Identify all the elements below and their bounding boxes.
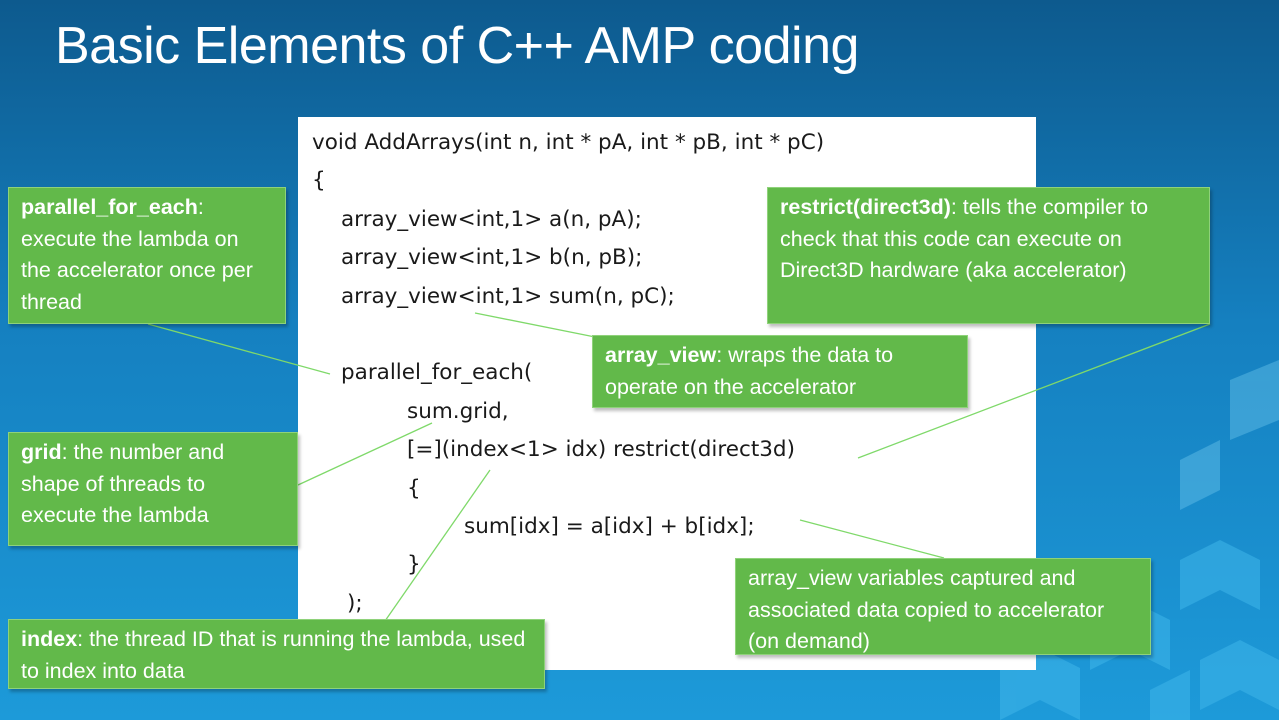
code-line: } <box>407 552 421 577</box>
callout-index: index: the thread ID that is running the… <box>8 619 545 689</box>
callout-term: index <box>21 627 78 651</box>
callout-array-view: array_view: wraps the data to operate on… <box>592 335 968 408</box>
code-line: sum[idx] = a[idx] + b[idx]; <box>464 514 755 539</box>
callout-text: : tells the compiler to check that this … <box>780 195 1149 282</box>
slide-title: Basic Elements of C++ AMP coding <box>55 17 859 75</box>
callout-text: : wraps the data to operate on the accel… <box>605 343 894 399</box>
callout-term: array_view <box>605 343 717 367</box>
callout-text: array_view variables captured and associ… <box>748 566 1105 653</box>
callout-captured: array_view variables captured and associ… <box>735 558 1151 655</box>
code-line: [=](index<1> idx) restrict(direct3d) <box>407 437 795 462</box>
callout-text: : the thread ID that is running the lamb… <box>21 627 526 683</box>
callout-term: restrict(direct3d) <box>780 195 951 219</box>
code-line: sum.grid, <box>407 399 509 424</box>
code-line: { <box>407 476 421 501</box>
code-line: { <box>312 168 326 193</box>
callout-parallel-for-each: parallel_for_each: execute the lambda on… <box>8 187 286 324</box>
callout-text: : the number and shape of threads to exe… <box>21 440 225 527</box>
code-line: array_view<int,1> sum(n, pC); <box>341 284 675 309</box>
code-line: ); <box>347 591 363 616</box>
callout-term: grid <box>21 440 62 464</box>
code-line: parallel_for_each( <box>341 360 533 385</box>
callout-text: : execute the lambda on the accelerator … <box>21 195 253 314</box>
callout-grid: grid: the number and shape of threads to… <box>8 432 298 546</box>
callout-restrict: restrict(direct3d): tells the compiler t… <box>767 187 1210 324</box>
callout-term: parallel_for_each <box>21 195 198 219</box>
code-line: void AddArrays(int n, int * pA, int * pB… <box>312 130 825 155</box>
code-line: array_view<int,1> b(n, pB); <box>341 245 643 270</box>
code-line: array_view<int,1> a(n, pA); <box>341 207 642 232</box>
